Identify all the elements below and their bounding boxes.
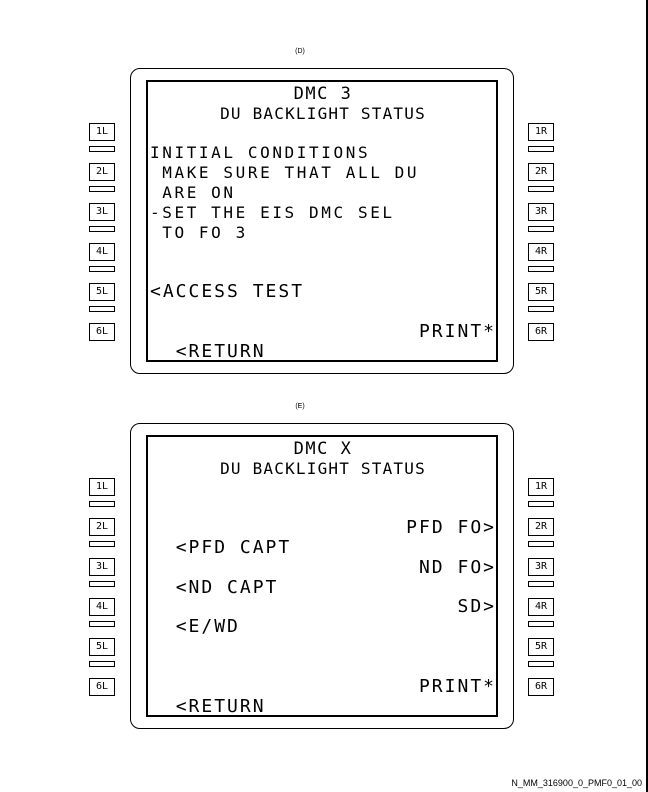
lsk-4l[interactable]: 4L [89,598,115,616]
lsk-slot [528,501,554,507]
lsk-slot [89,186,115,192]
lsk-slot [89,146,115,152]
lsk-4r[interactable]: 4R [528,243,554,261]
mcdu-bezel-d [130,68,514,374]
instruction-line: TO FO 3 [150,223,248,242]
page-right-border [646,0,648,792]
screen-subtitle: DU BACKLIGHT STATUS [220,104,426,123]
ewd-sd-row: <E/WD SD> [150,596,496,637]
instruction-line: -SET THE EIS DMC SEL [150,203,395,222]
figure-reference-code: N_MM_316900_0_PMF0_01_00 [511,778,642,788]
nd-row: <ND CAPT ND FO> [150,557,496,598]
lsk-5r[interactable]: 5R [528,638,554,656]
panel-d-label: (D) [295,48,305,55]
lsk-slot [528,581,554,587]
lsk-6r[interactable]: 6R [528,323,554,341]
sd-option: SD> [457,596,496,617]
lsk-2l[interactable]: 2L [89,518,115,536]
lsk-slot [528,226,554,232]
screen-title: DMC X [293,439,353,459]
lsk-6l[interactable]: 6L [89,323,115,341]
print-option: PRINT* [418,321,496,342]
lsk-1r[interactable]: 1R [528,478,554,496]
lsk-slot [89,621,115,627]
lsk-2r[interactable]: 2R [528,518,554,536]
mcdu-screen-d [146,80,498,362]
lsk-3r[interactable]: 3R [528,203,554,221]
print-option: PRINT* [418,676,496,697]
access-test-option: <ACCESS TEST [150,281,305,302]
ewd-option: <E/WD [175,616,240,637]
return-option: <RETURN [175,696,266,717]
lsk-slot [89,581,115,587]
lsk-slot [528,621,554,627]
instruction-line: INITIAL CONDITIONS [150,143,371,162]
lsk-5r[interactable]: 5R [528,283,554,301]
instruction-line: ARE ON [150,183,236,202]
mcdu-screen-e [146,435,498,717]
lsk-2l[interactable]: 2L [89,163,115,181]
lsk-4l[interactable]: 4L [89,243,115,261]
lsk-slot [89,661,115,667]
screen-title: DMC 3 [293,84,353,104]
return-option: <RETURN [175,341,266,362]
lsk-1l[interactable]: 1L [89,123,115,141]
lsk-6r[interactable]: 6R [528,678,554,696]
lsk-1r[interactable]: 1R [528,123,554,141]
return-print-row: <RETURN PRINT* [150,321,496,362]
pfd-row: <PFD CAPT PFD FO> [150,517,496,558]
instruction-line: MAKE SURE THAT ALL DU [150,163,420,182]
lsk-slot [528,266,554,272]
lsk-slot [89,541,115,547]
lsk-1l[interactable]: 1L [89,478,115,496]
nd-capt-option: <ND CAPT [175,577,279,598]
return-print-row: <RETURN PRINT* [150,676,496,717]
lsk-slot [89,501,115,507]
lsk-slot [89,226,115,232]
nd-fo-option: ND FO> [418,557,496,578]
lsk-slot [528,541,554,547]
pfd-fo-option: PFD FO> [406,517,496,538]
mcdu-bezel-e [130,423,514,729]
lsk-5l[interactable]: 5L [89,638,115,656]
lsk-slot [89,266,115,272]
lsk-5l[interactable]: 5L [89,283,115,301]
lsk-6l[interactable]: 6L [89,678,115,696]
pfd-capt-option: <PFD CAPT [175,537,292,558]
lsk-slot [528,306,554,312]
lsk-3r[interactable]: 3R [528,558,554,576]
lsk-2r[interactable]: 2R [528,163,554,181]
panel-e-label: (E) [295,403,305,410]
screen-subtitle: DU BACKLIGHT STATUS [220,459,426,478]
lsk-4r[interactable]: 4R [528,598,554,616]
lsk-slot [528,661,554,667]
lsk-slot [528,186,554,192]
lsk-slot [528,146,554,152]
lsk-3l[interactable]: 3L [89,558,115,576]
lsk-slot [89,306,115,312]
lsk-3l[interactable]: 3L [89,203,115,221]
